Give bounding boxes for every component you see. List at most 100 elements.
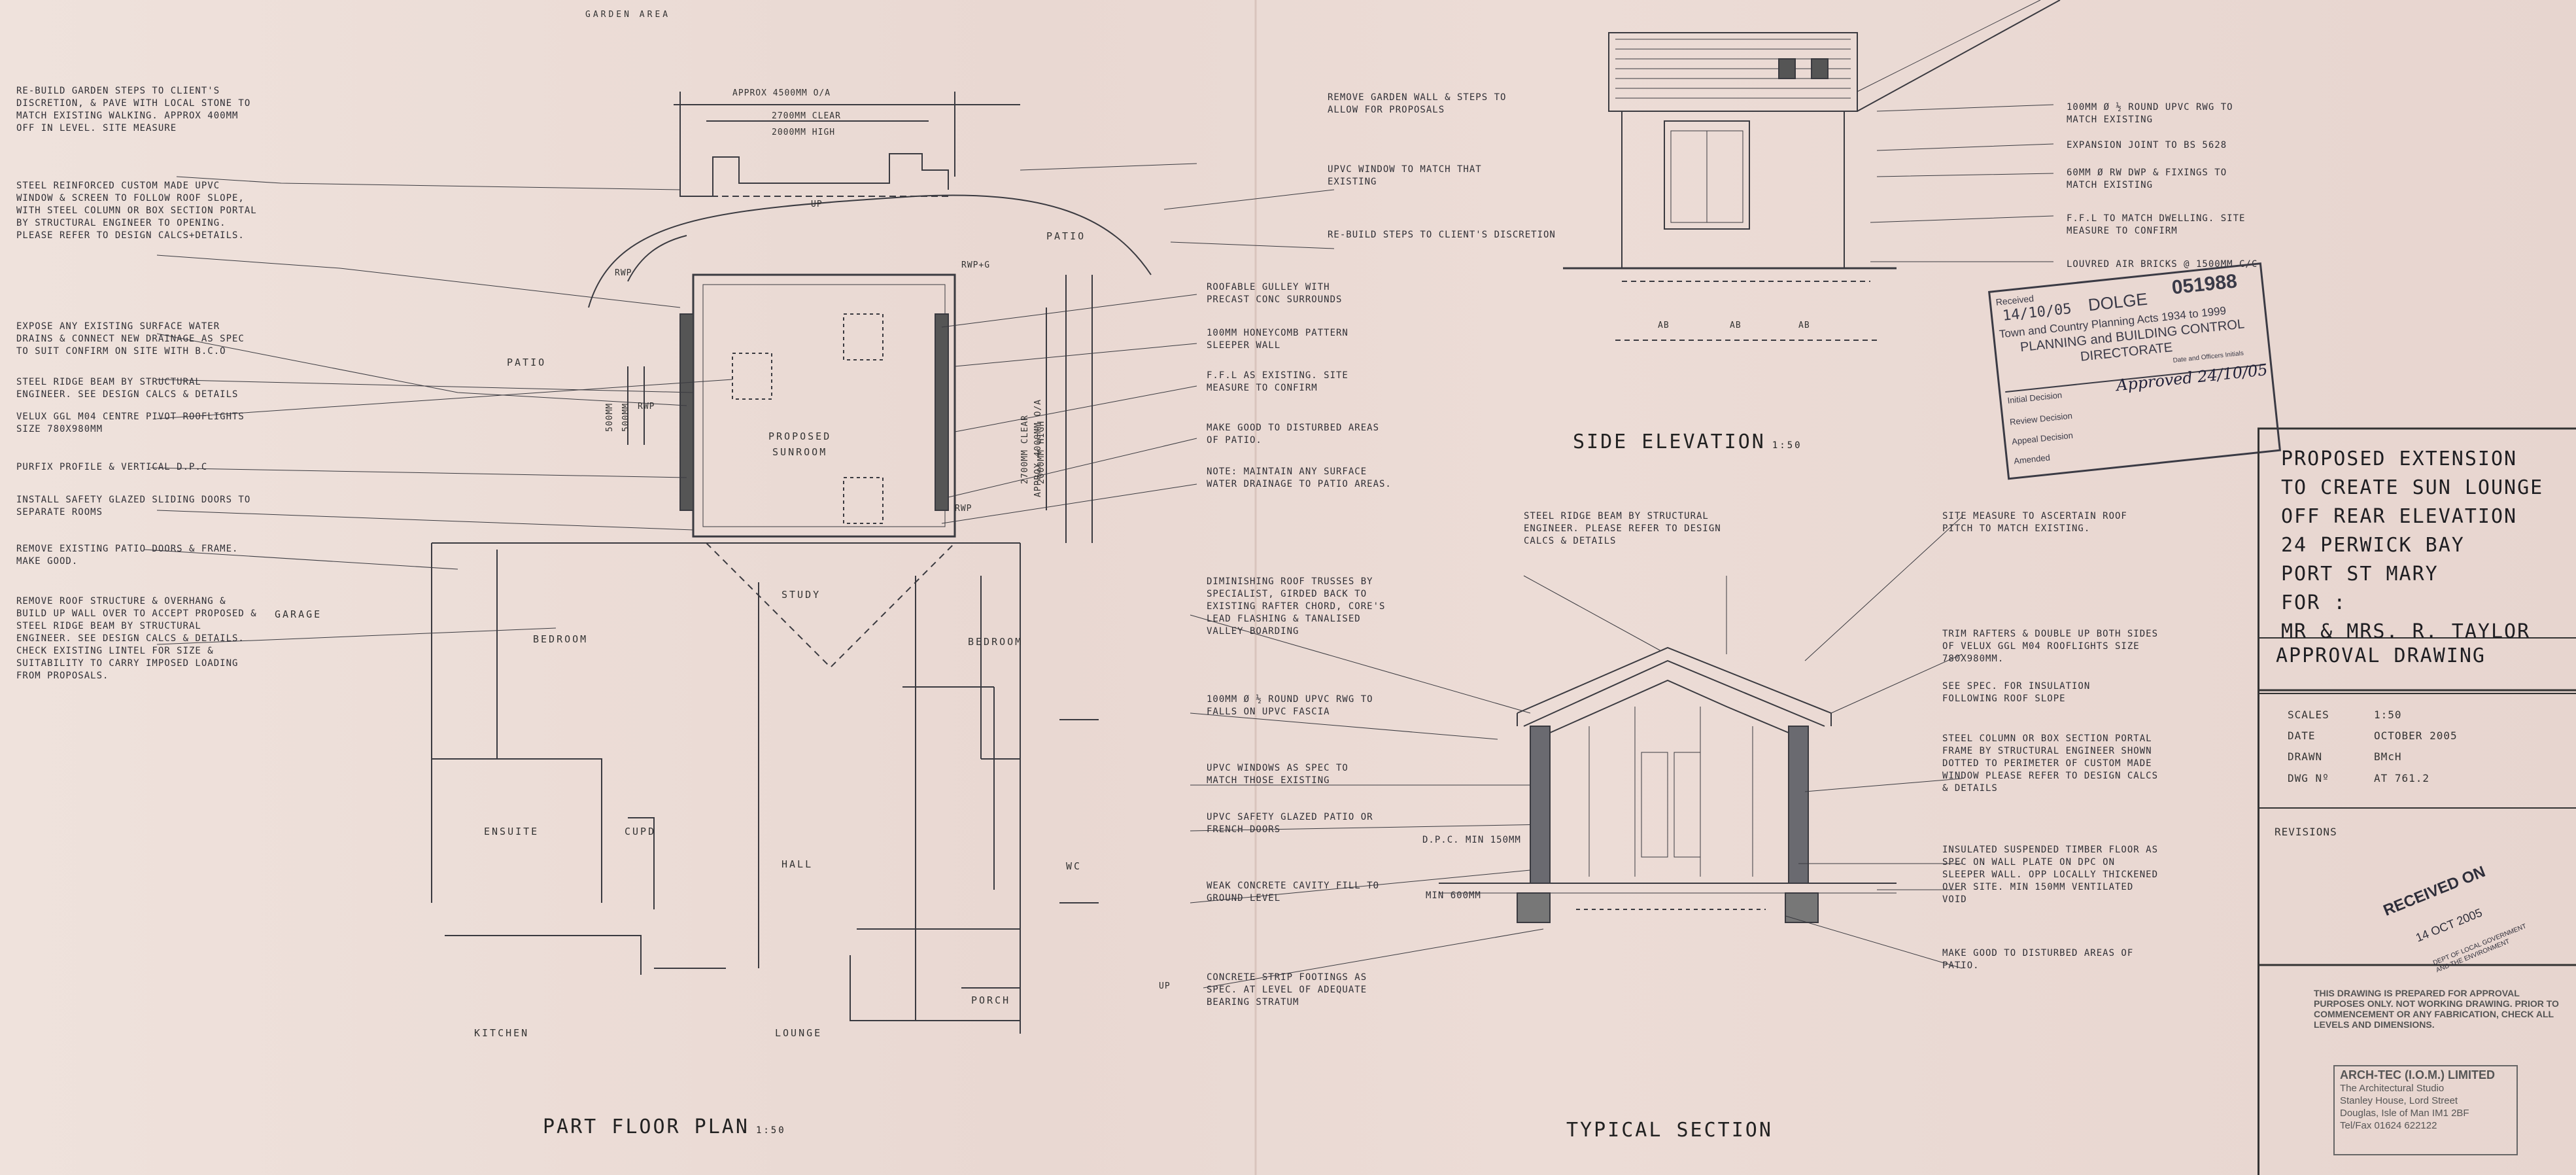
note-dpc: PURFIX PROFILE & VERTICAL D.P.C	[16, 462, 208, 472]
note-min-600: MIN 600MM	[1426, 890, 1481, 901]
scales-value: 1:50	[2374, 709, 2402, 721]
title-side-elevation: SIDE ELEVATION 1:50	[1573, 430, 1802, 453]
typical-section-drawing	[1439, 516, 1963, 969]
note-maintain-drainage: NOTE: MAINTAIN ANY SURFACE WATER DRAINAG…	[1207, 466, 1392, 489]
note-trim-rafters: TRIM RAFTERS & DOUBLE UP BOTH SIDES OF V…	[1942, 629, 2159, 664]
plan-title-text: PART FLOOR PLAN	[543, 1115, 749, 1138]
revisions-label: REVISIONS	[2275, 826, 2337, 838]
date-label: DATE	[2288, 729, 2316, 742]
dim-clear-width: 2700MM CLEAR	[772, 111, 841, 121]
firm-details: ARCH-TEC (I.O.M.) LIMITED The Architectu…	[2333, 1065, 2518, 1155]
drawn-value: BMcH	[2374, 750, 2402, 763]
note-insulation: SEE SPEC. FOR INSULATION FOLLOWING ROOF …	[1942, 681, 2091, 704]
note-patio-doors-upvc: UPVC SAFETY GLAZED PATIO OR FRENCH DOORS	[1207, 812, 1373, 835]
note-ridge-beam: STEEL RIDGE BEAM BY STRUCTURAL ENGINEER.…	[16, 377, 239, 400]
garden-area-label: GARDEN AREA	[585, 10, 671, 20]
room-kitchen: KITCHEN	[474, 1027, 530, 1039]
note-steel-column: STEEL COLUMN OR BOX SECTION PORTAL FRAME…	[1942, 733, 2159, 794]
sunroom-wall-right	[935, 313, 949, 511]
note-gulley: ROOFABLE GULLEY WITH PRECAST CONC SURROU…	[1207, 282, 1343, 305]
ab-label-1: AB	[1658, 321, 1670, 330]
received-date: 14 OCT 2005	[2413, 905, 2484, 945]
firm-line-3: Douglas, Isle of Man IM1 2BF	[2340, 1108, 2469, 1119]
note-air-bricks: LOUVRED AIR BRICKS @ 1500MM C/C	[2067, 259, 2258, 270]
dim-overall-width: APPROX 4500MM O/A	[732, 88, 831, 98]
elevation-scale: 1:50	[1772, 440, 1802, 451]
note-cavity-fill: WEAK CONCRETE CAVITY FILL TO GROUND LEVE…	[1207, 881, 1380, 903]
dim-500-b: 500MM	[621, 402, 631, 432]
room-porch: PORCH	[971, 994, 1011, 1006]
note-roof-pitch: SITE MEASURE TO ASCERTAIN ROOF PITCH TO …	[1942, 511, 2127, 534]
title-block	[2258, 429, 2576, 1175]
note-drains: EXPOSE ANY EXISTING SURFACE WATER DRAINS…	[16, 321, 245, 357]
side-elevation-drawing	[1563, 0, 2061, 341]
note-expansion-joint: EXPANSION JOINT TO BS 5628	[2067, 140, 2227, 150]
note-sleeper-wall: 100MM HONEYCOMB PATTERN SLEEPER WALL	[1207, 328, 1348, 351]
rwp-label-2: RWP+G	[961, 260, 991, 270]
room-study: STUDY	[781, 589, 821, 601]
dim-high-depth: 2000MM HIGH	[1037, 420, 1046, 484]
room-garage: GARAGE	[275, 608, 322, 620]
rwp-label-1: RWP	[615, 268, 632, 278]
up-label-1: UP	[811, 200, 823, 209]
firm-line-1: The Architectural Studio	[2340, 1083, 2445, 1094]
title-block-lines	[2258, 427, 2576, 966]
project-description: PROPOSED EXTENSION TO CREATE SUN LOUNGE …	[2281, 447, 2544, 643]
note-elev-ffl: F.F.L TO MATCH DWELLING. SITE MEASURE TO…	[2067, 213, 2246, 236]
note-make-good-patio: MAKE GOOD TO DISTURBED AREAS OF PATIO.	[1207, 423, 1380, 446]
rwp-label-4: RWP	[955, 504, 972, 514]
dim-clear-depth: 2700MM CLEAR	[1020, 415, 1030, 484]
note-custom-window: STEEL REINFORCED CUSTOM MADE UPVC WINDOW…	[16, 181, 257, 241]
ab-label-2: AB	[1730, 321, 1742, 330]
planning-stamp: Received 14/10/05 DOLGE 051988 Town and …	[1988, 262, 2282, 486]
elevation-title-text: SIDE ELEVATION	[1573, 430, 1766, 453]
room-bedroom-2: BEDROOM	[968, 636, 1023, 648]
drawn-label: DRAWN	[2288, 750, 2323, 763]
room-ensuite: ENSUITE	[484, 826, 540, 837]
dim-500-a: 500MM	[605, 402, 615, 432]
house-outer-walls	[431, 542, 1021, 929]
firm-line-4: Tel/Fax 01624 622122	[2340, 1120, 2437, 1131]
room-cupd: CUPD	[625, 826, 657, 837]
disclaimer: THIS DRAWING IS PREPARED FOR APPROVAL PU…	[2314, 988, 2559, 1030]
patio-curve	[588, 194, 1152, 308]
note-remove-garden-wall: REMOVE GARDEN WALL & STEPS TO ALLOW FOR …	[1328, 92, 1507, 115]
note-rwg: 100MM Ø ½ ROUND UPVC RWG TO FALLS ON UPV…	[1207, 694, 1373, 717]
scales-label: SCALES	[2288, 709, 2329, 721]
note-rw-dwp: 60MM Ø RW DWP & FIXINGS TO MATCH EXISTIN…	[2067, 167, 2227, 190]
note-timber-floor: INSULATED SUSPENDED TIMBER FLOOR AS SPEC…	[1942, 845, 2159, 905]
note-upvc-windows: UPVC WINDOWS AS SPEC TO MATCH THOSE EXIS…	[1207, 763, 1348, 786]
title-typical-section: TYPICAL SECTION	[1566, 1119, 1773, 1142]
room-wc: WC	[1066, 860, 1082, 872]
dim-high: 2000MM HIGH	[772, 128, 836, 137]
plan-scale: 1:50	[755, 1125, 786, 1136]
note-rebuild-steps: RE-BUILD STEPS TO CLIENT'S DISCRETION	[1328, 230, 1556, 240]
note-garden-steps: RE-BUILD GARDEN STEPS TO CLIENT'S DISCRE…	[16, 86, 251, 133]
rwp-label-3: RWP	[638, 402, 655, 412]
sunroom-wall-left	[679, 313, 694, 511]
garden-wall	[679, 153, 949, 197]
room-patio-right: PATIO	[1046, 230, 1086, 242]
note-upvc-window: UPVC WINDOW TO MATCH THAT EXISTING	[1328, 164, 1482, 187]
room-patio-left: PATIO	[507, 357, 547, 368]
note-elev-rwg: 100MM Ø ½ ROUND UPVC RWG TO MATCH EXISTI…	[2067, 102, 2233, 125]
note-dpc-min: D.P.C. MIN 150MM	[1422, 835, 1521, 845]
note-rooflights: VELUX GGL M04 CENTRE PIVOT ROOFLIGHTS SI…	[16, 412, 245, 434]
dwg-label: DWG Nº	[2288, 772, 2329, 784]
room-hall: HALL	[781, 858, 814, 870]
firm-line-2: Stanley House, Lord Street	[2340, 1095, 2458, 1106]
firm-name: ARCH-TEC (I.O.M.) LIMITED	[2340, 1068, 2495, 1081]
note-sliding-doors: INSTALL SAFETY GLAZED SLIDING DOORS TO S…	[16, 495, 251, 517]
note-patio-doors: REMOVE EXISTING PATIO DOORS & FRAME. MAK…	[16, 544, 239, 567]
title-part-floor-plan: PART FLOOR PLAN 1:50	[543, 1115, 786, 1138]
sunroom-outline	[692, 273, 956, 538]
date-value: OCTOBER 2005	[2374, 729, 2458, 742]
note-section-ridge: STEEL RIDGE BEAM BY STRUCTURAL ENGINEER.…	[1524, 511, 1721, 546]
room-bedroom-1: BEDROOM	[533, 633, 589, 645]
note-roof-trusses: DIMINISHING ROOF TRUSSES BY SPECIALIST, …	[1207, 576, 1386, 637]
room-lounge: LOUNGE	[775, 1027, 823, 1039]
ab-label-3: AB	[1798, 321, 1810, 330]
note-section-make-good: MAKE GOOD TO DISTURBED AREAS OF PATIO.	[1942, 948, 2134, 971]
